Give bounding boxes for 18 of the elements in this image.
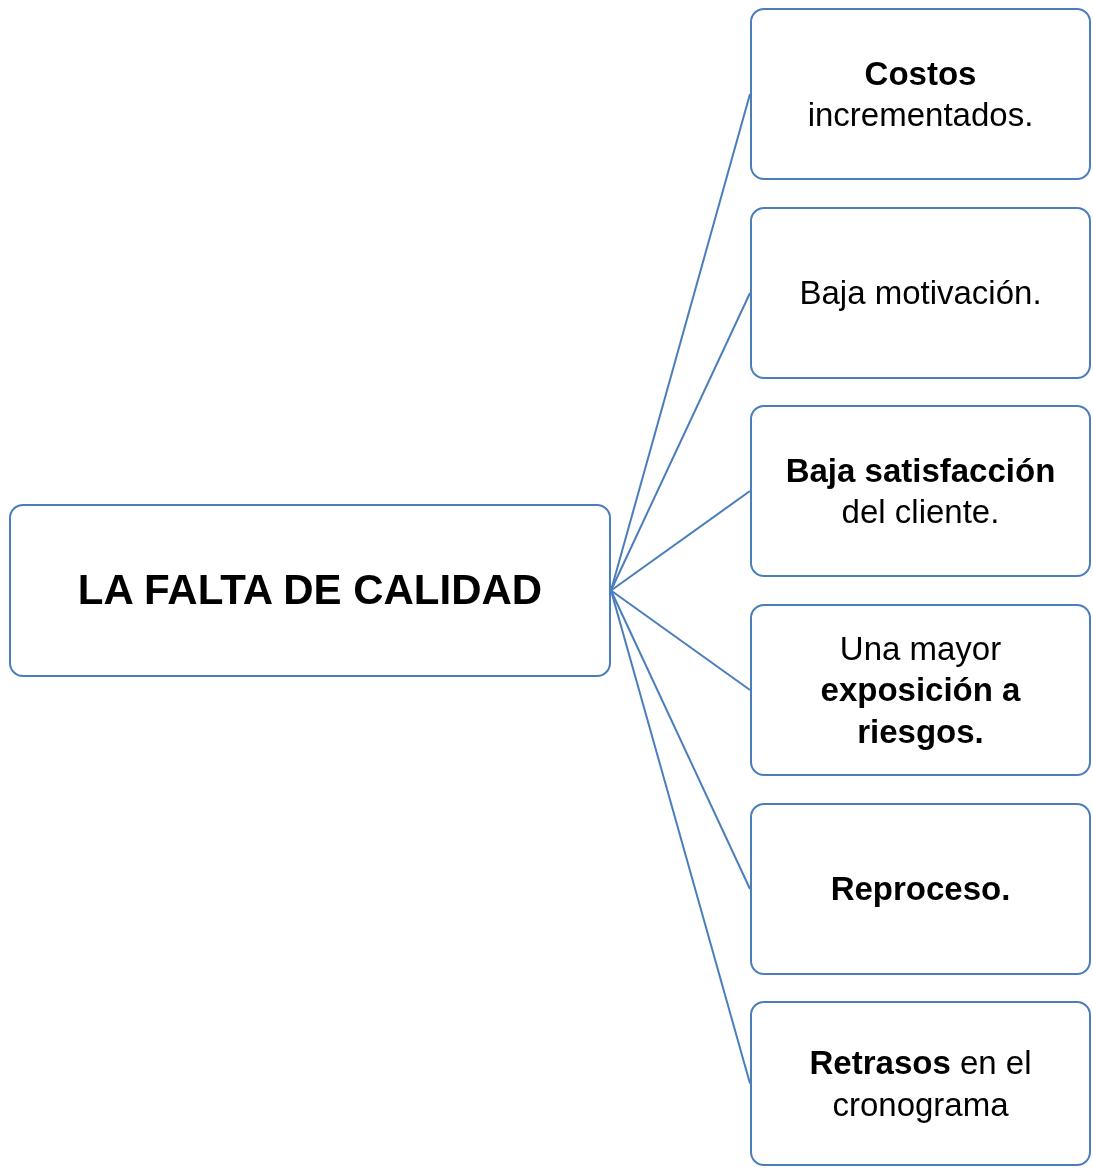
- box-text: Una mayor exposición a riesgos.: [819, 629, 1022, 752]
- topic-box: [9, 504, 611, 677]
- box-text: Costos incrementados.: [806, 53, 1035, 135]
- effect-box: [750, 8, 1091, 180]
- connector-line: [610, 490, 751, 592]
- effect-box: [750, 604, 1091, 776]
- effect-box: [750, 803, 1091, 975]
- box-text: Baja satisfacción del cliente.: [784, 450, 1057, 532]
- box-text: LA FALTA DE CALIDAD: [77, 565, 543, 616]
- connector-line: [610, 589, 751, 691]
- connector-line: [610, 589, 751, 890]
- box-text: Baja motivación.: [799, 273, 1042, 314]
- effect-box: [750, 405, 1091, 577]
- box-text: Reproceso.: [830, 869, 1011, 910]
- effect-box: [750, 1001, 1091, 1166]
- connector-line: [610, 292, 751, 592]
- box-text: Retrasos en el cronograma: [808, 1043, 1033, 1125]
- effect-box: [750, 207, 1091, 379]
